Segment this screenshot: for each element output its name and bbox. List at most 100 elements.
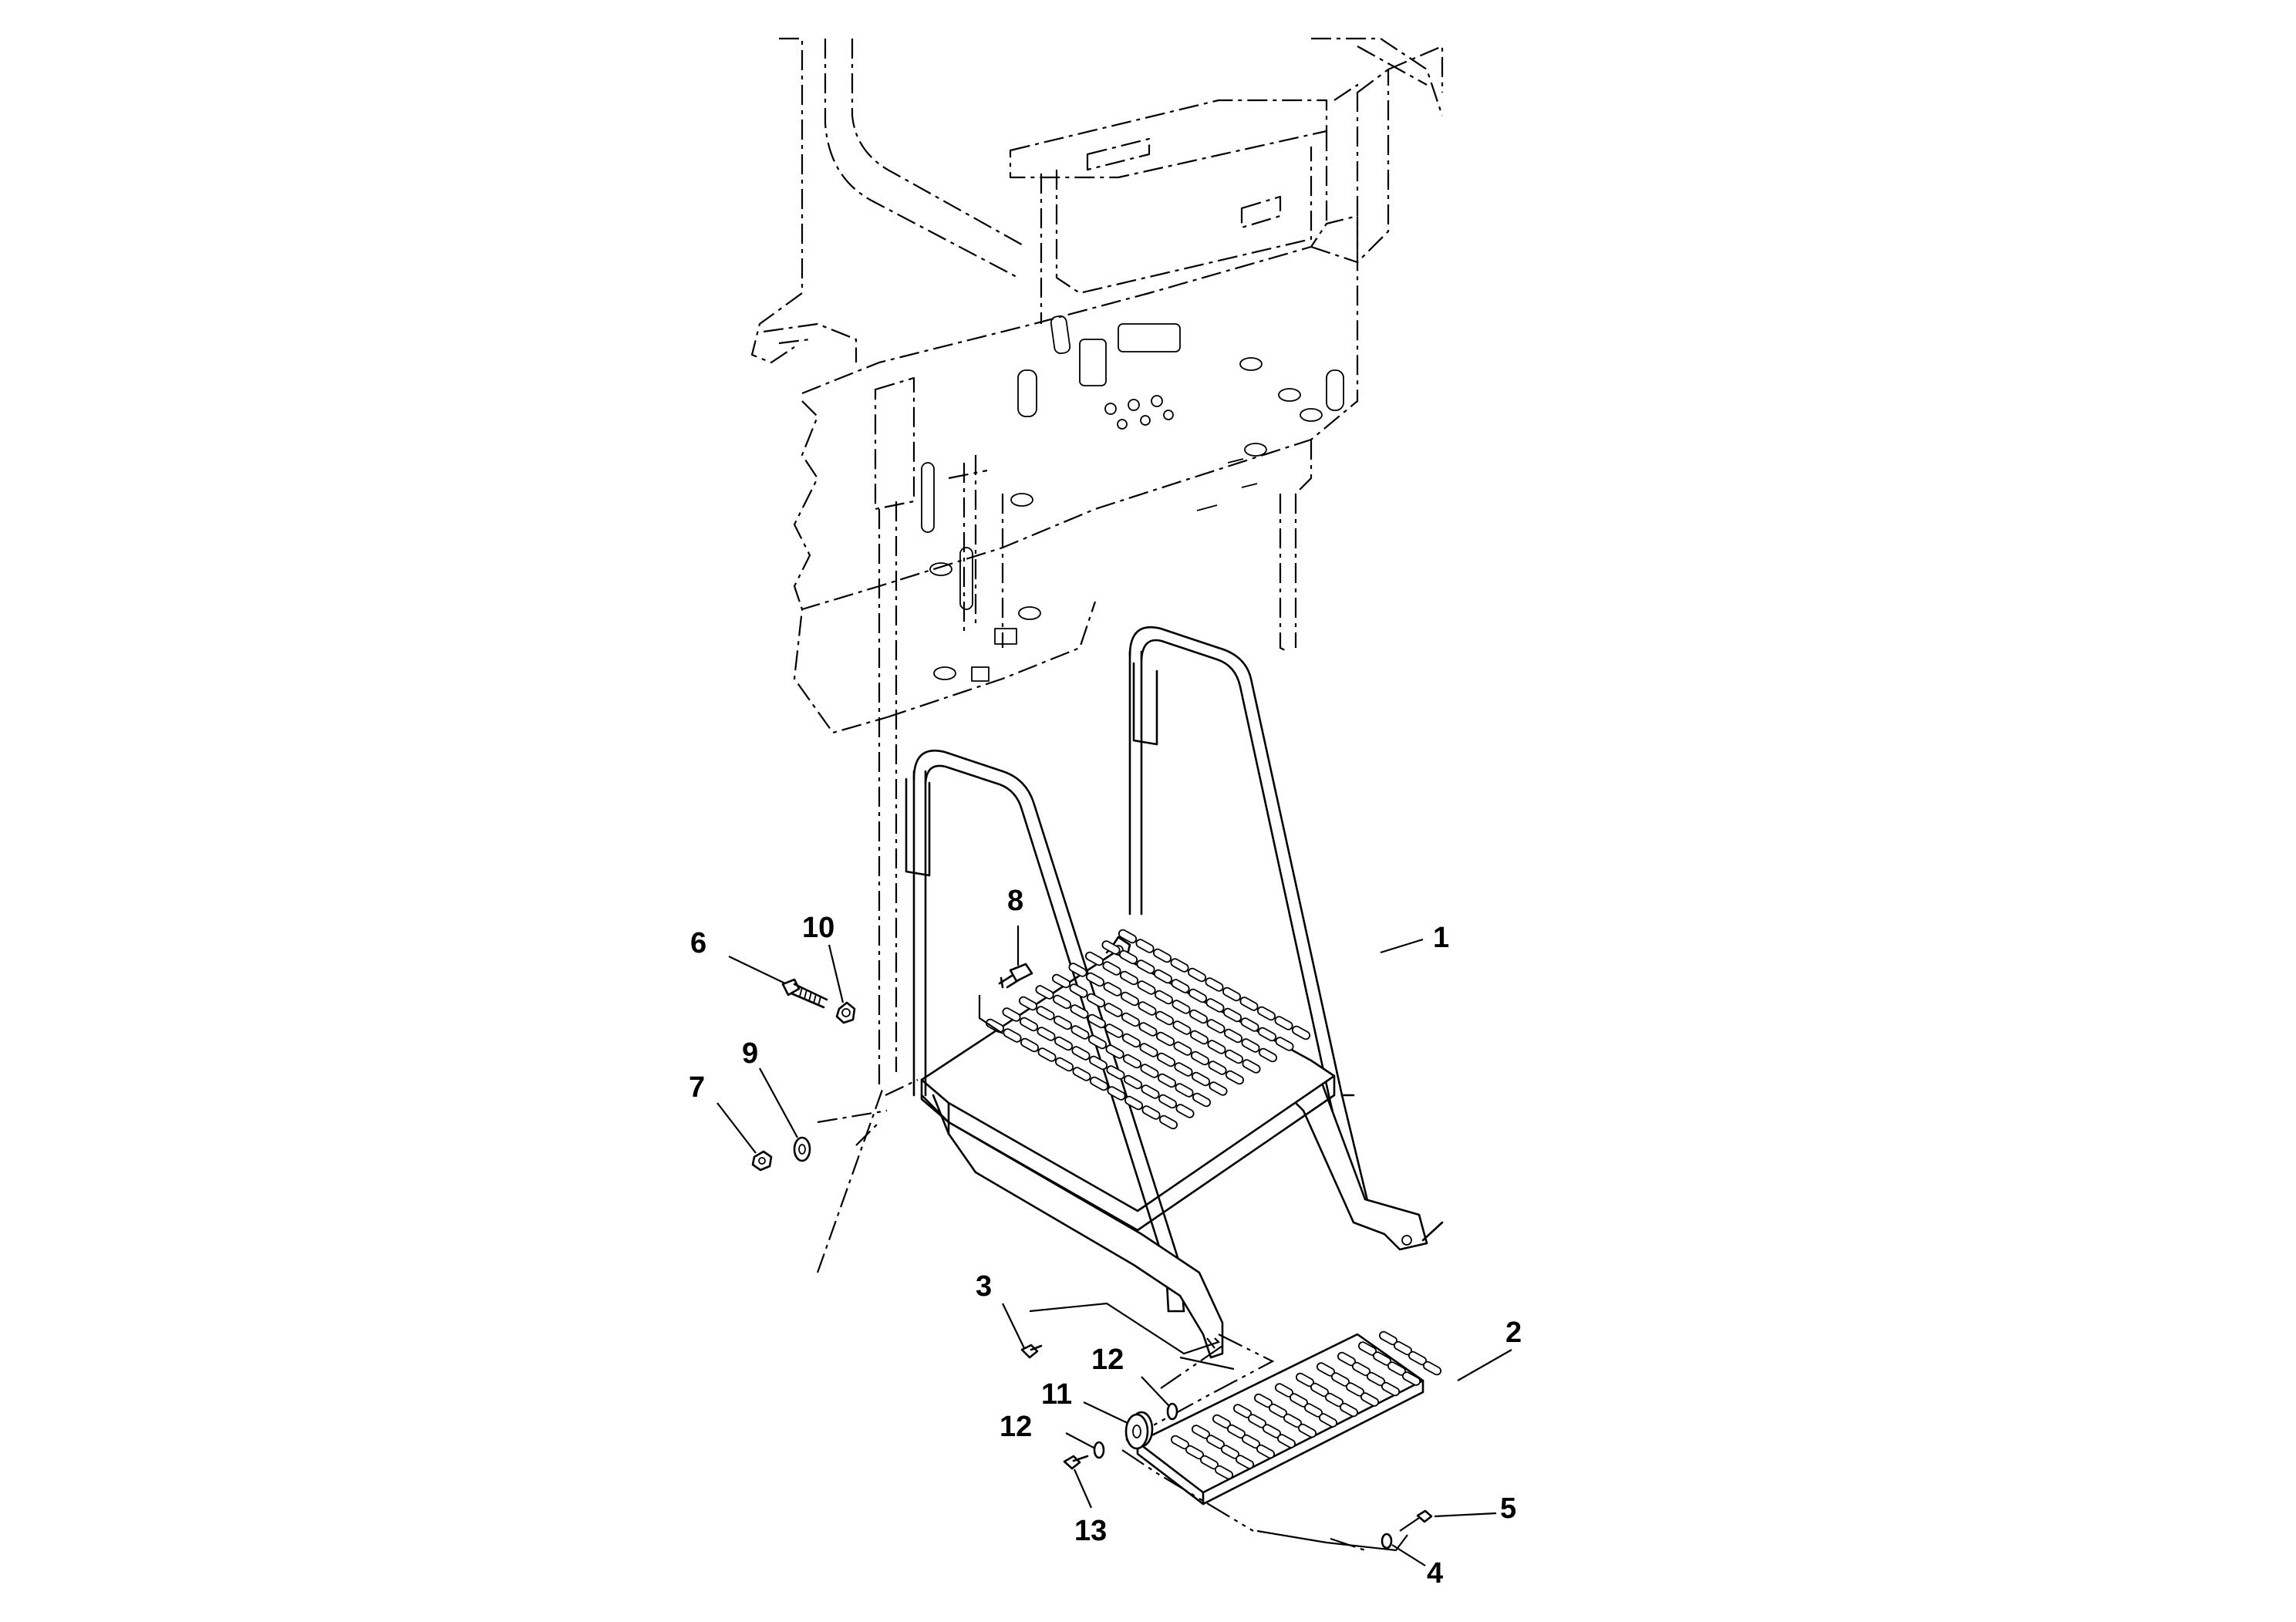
perforation-slot [1103,982,1122,996]
callout-6: 6 [690,927,706,959]
perforation-slot [1291,1025,1311,1040]
perforation-slot [1360,1392,1380,1407]
bolt-6 [781,978,828,1009]
perforation-slot [1257,1027,1277,1042]
perforation-slot [1222,1007,1242,1023]
perforation-slot [985,1018,1005,1034]
perforation-slot [1036,1006,1055,1020]
perforation-slot [1002,1007,1021,1022]
perforation-slot [1225,1070,1245,1085]
perforation-slot [1069,983,1088,998]
perforation-slot [1053,1015,1073,1030]
perforation-slot [1235,1455,1255,1469]
perforation-slot [1106,1065,1125,1080]
perforation-slot [1037,1027,1056,1041]
washer-12-upper [1166,1402,1178,1421]
perforation-slot [1070,1004,1089,1019]
bolt-8 [998,963,1033,989]
perforation-slot [1104,1023,1124,1038]
perforation-slot [1141,1084,1160,1099]
screw-5 [1416,1509,1433,1523]
perforation-slot [1156,1052,1176,1067]
perforation-slot [1118,949,1138,965]
perforation-slot [1205,977,1224,992]
perforation-slot [1223,1028,1243,1044]
callout-13: 13 [1074,1515,1107,1547]
perforation-slot [1189,1030,1209,1045]
perforation-slot [1124,1095,1144,1111]
perforation-slot [1258,1047,1278,1063]
nut-7 [751,1150,773,1172]
perforation-slot [1101,940,1121,955]
callout-1: 1 [1433,922,1449,954]
perforation-slot [1085,972,1105,987]
platform-perforations [985,929,1311,1130]
callout-2: 2 [1505,1317,1522,1349]
perforation-slot [1137,980,1156,995]
perforation-slot [1188,1009,1209,1024]
washer-12-lower [1093,1441,1105,1459]
perforation-slot [1105,1044,1124,1059]
washer-9 [793,1136,811,1162]
perforation-slot [1070,1025,1090,1040]
plate-details [921,315,1344,682]
perforation-slot [1118,929,1138,944]
perforation-slot [1088,1055,1108,1071]
perforation-slot [1172,1020,1192,1035]
perforation-slot [1135,939,1155,953]
perforation-slot [1122,1054,1142,1069]
callout-4: 4 [1427,1557,1443,1590]
perforation-slot [1188,988,1208,1003]
perforation-slot [1020,1037,1040,1053]
perforation-slot [1155,1010,1175,1026]
plate-perforations [1170,1330,1442,1480]
assembly-lines [816,376,1420,1552]
perforation-slot [1318,1413,1338,1428]
perforation-slot [1239,996,1259,1011]
perforation-slot [1276,1434,1296,1448]
callout-12-lower: 12 [1000,1411,1032,1443]
perforation-slot [1087,1013,1107,1029]
perforation-slot [1174,1062,1193,1077]
perforation-slot [1019,1017,1039,1032]
bolt-13 [1063,1455,1089,1470]
perforation-slot [1207,1040,1226,1054]
perforation-slot [1274,1016,1293,1030]
perforation-slot [1138,1022,1158,1037]
perforation-slot [1072,1067,1091,1081]
leader-lines [716,926,1512,1566]
callout-5: 5 [1500,1492,1516,1525]
perforation-slot [1035,985,1054,1000]
perforation-slot [1051,973,1071,989]
perforation-slot [1084,951,1104,966]
perforation-slot [1171,979,1190,993]
perforation-slot [1175,1083,1194,1098]
perforation-slot [1141,1105,1161,1120]
perforation-slot [1206,1019,1226,1034]
perforation-slot [1087,1034,1108,1050]
perforation-slot [1138,1001,1157,1016]
perforation-slot [1121,1033,1141,1048]
perforation-slot [1121,1012,1141,1027]
perforation-slot [1157,1073,1177,1088]
callout-11: 11 [1041,1378,1072,1411]
perforation-slot [1155,1031,1175,1047]
perforation-slot [1209,1081,1228,1096]
perforation-slot [1401,1371,1421,1386]
perforation-slot [1089,1076,1109,1091]
perforation-slot [1052,994,1072,1010]
perforation-slot [1190,1050,1210,1066]
callout-10: 10 [802,912,834,944]
perforation-slot [1153,969,1173,984]
callout-3: 3 [976,1270,992,1303]
perforation-slot [1158,1094,1178,1109]
perforation-slot [1214,1465,1234,1480]
screw-3 [1020,1344,1043,1359]
perforation-slot [1339,1402,1359,1418]
perforation-slot [1175,1104,1195,1118]
perforation-slot [1104,1003,1123,1017]
perforation-slot [1102,961,1121,976]
callout-8: 8 [1007,885,1023,917]
perforation-slot [1086,993,1106,1008]
